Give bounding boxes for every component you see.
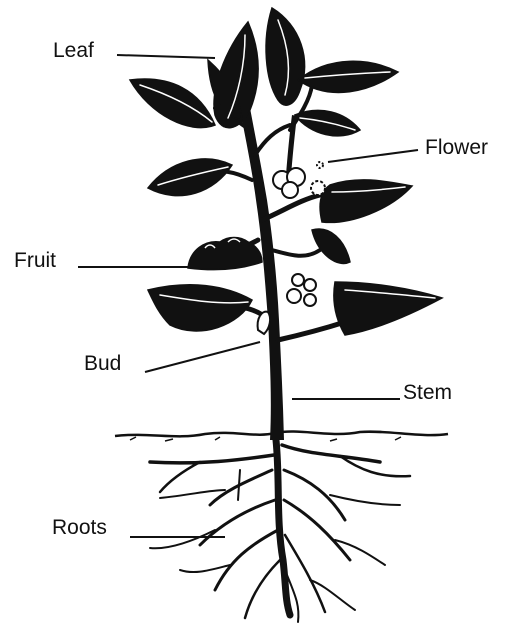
leaf-left-lower <box>148 285 252 331</box>
flower-label: Flower <box>425 137 488 158</box>
flower-leader <box>328 150 418 162</box>
roots-label: Roots <box>52 517 107 538</box>
soil-texture <box>130 437 401 441</box>
bud <box>258 312 270 334</box>
leaf-left-middle <box>148 159 232 196</box>
stem-label: Stem <box>403 382 452 403</box>
roots <box>150 440 410 622</box>
leaf-right-lower-small <box>312 229 350 263</box>
fruit-label: Fruit <box>14 250 56 271</box>
leaf-right-middle <box>320 180 412 223</box>
leaf-leader <box>117 55 215 58</box>
leaf-label: Leaf <box>53 40 94 61</box>
stem <box>240 108 284 440</box>
bud-leader <box>145 342 260 372</box>
bud-label: Bud <box>84 353 121 374</box>
